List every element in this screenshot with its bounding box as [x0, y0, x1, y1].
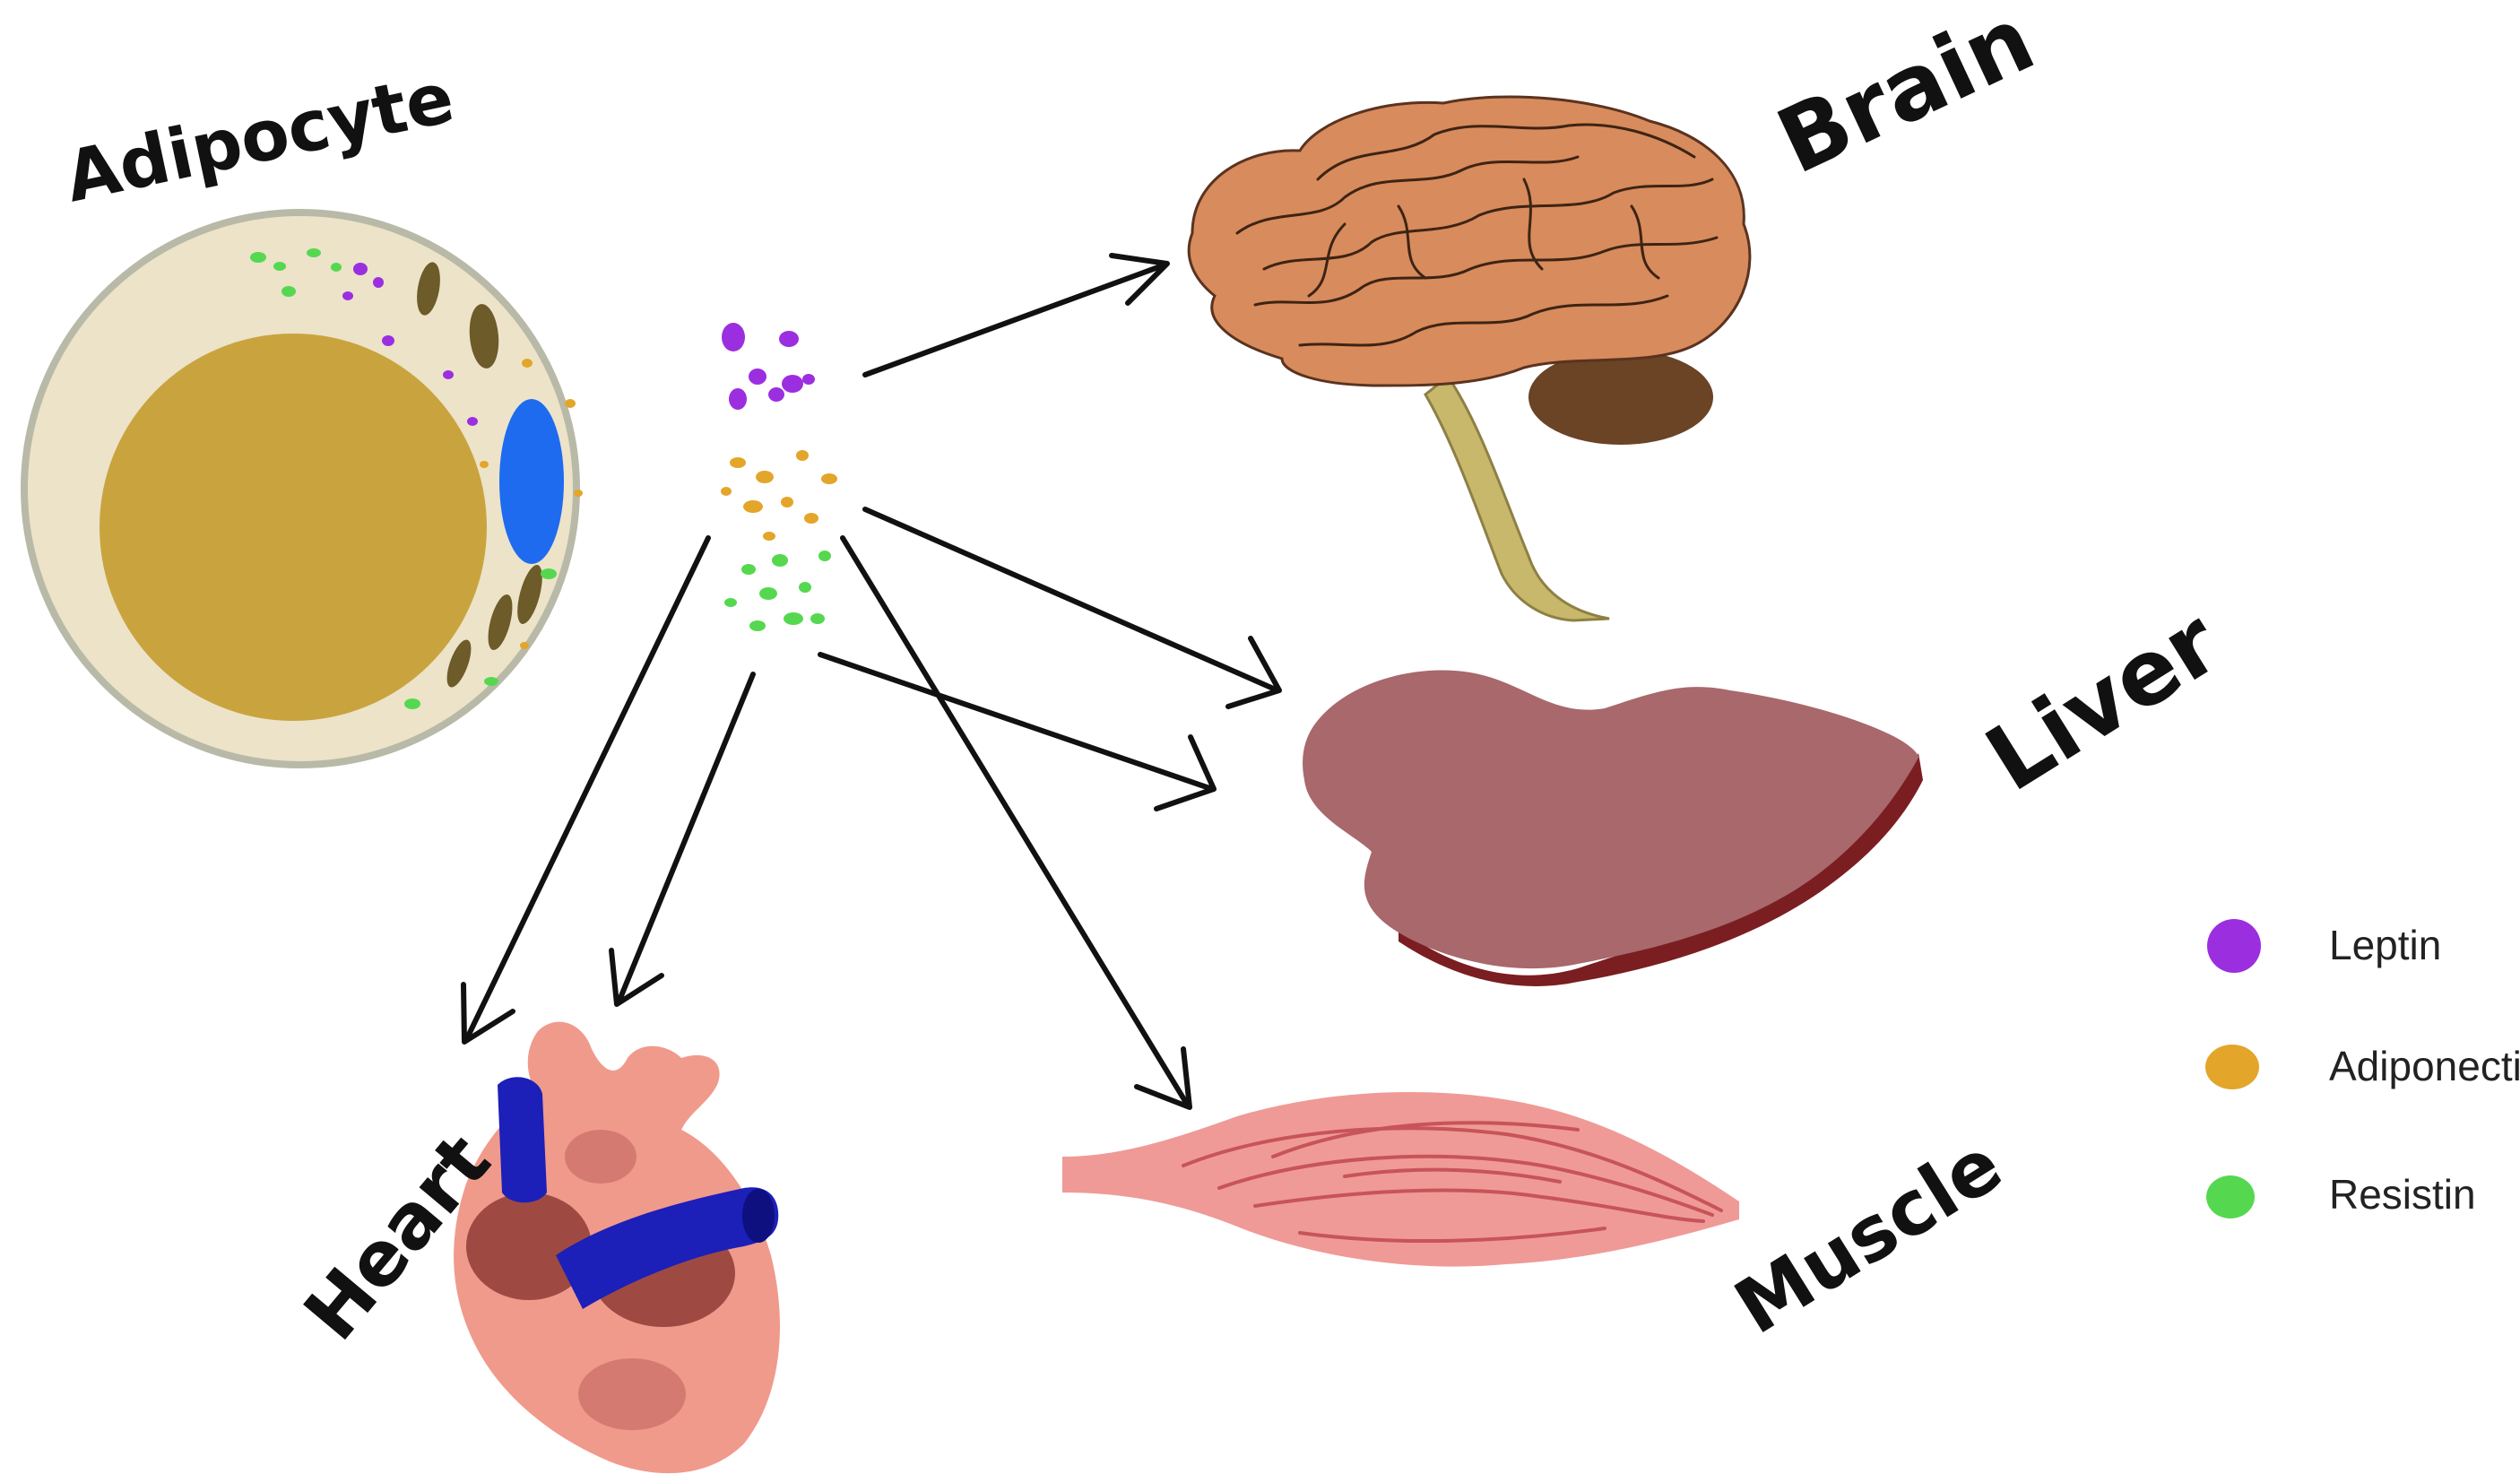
arrow-to-heart-1 [461, 535, 711, 1045]
brain-label: Brain [1762, 0, 2049, 195]
adipocyte-cell [21, 209, 583, 768]
legend-item-adiponectin: Adiponectin [2205, 1043, 2520, 1089]
cerebrum [1187, 95, 1752, 387]
arrow-to-liver-2 [818, 652, 1217, 811]
organelle [469, 304, 499, 369]
lipid-droplet [100, 334, 487, 721]
legend-label: Leptin [2329, 922, 2441, 968]
adipocyte-label: Adipocyte [58, 57, 461, 218]
heart-shade [565, 1130, 636, 1184]
arrow-to-muscle [840, 535, 1192, 1110]
brain-folds [1235, 123, 1719, 347]
muscle-belly [1062, 1092, 1739, 1267]
secreted-adipokines [721, 323, 837, 631]
legend-item-resistin: Resistin [2206, 1171, 2476, 1218]
heart-illustration [454, 1021, 780, 1474]
legend-label: Adiponectin [2329, 1043, 2520, 1089]
arrow-to-brain [862, 253, 1170, 377]
legend-swatch-resistin [2206, 1175, 2255, 1218]
muscle-fibers [1182, 1121, 1723, 1244]
legend-item-leptin: Leptin [2207, 919, 2441, 973]
organelle [417, 262, 440, 316]
nucleus [499, 399, 564, 564]
muscle-label: Muscle [1720, 1121, 2017, 1351]
legend-swatch-leptin [2207, 919, 2261, 973]
legend-label: Resistin [2329, 1171, 2476, 1218]
organelle [488, 594, 513, 651]
vessel-opening [742, 1189, 775, 1243]
pulmonary-vessel [556, 1187, 779, 1309]
liver-lobe [1303, 670, 1918, 969]
cell-granules [250, 248, 583, 709]
heart-chamber [466, 1192, 592, 1300]
brain-illustration [1187, 95, 1752, 622]
vena-cava [498, 1077, 547, 1203]
muscle-illustration [1062, 1092, 1739, 1267]
organelle [446, 639, 472, 688]
arrows [461, 253, 1282, 1110]
arrow-to-heart-2 [609, 672, 756, 1007]
brainstem [1424, 374, 1610, 622]
arrow-to-liver-1 [862, 507, 1282, 709]
liver-illustration [1303, 670, 1923, 986]
legend: Leptin Adiponectin Resistin [2205, 919, 2520, 1218]
heart-shade [578, 1358, 686, 1430]
cerebellum [1528, 350, 1713, 445]
liver-label: Liver [1969, 589, 2238, 811]
legend-swatch-adiponectin [2205, 1045, 2259, 1089]
organelle [517, 565, 542, 624]
